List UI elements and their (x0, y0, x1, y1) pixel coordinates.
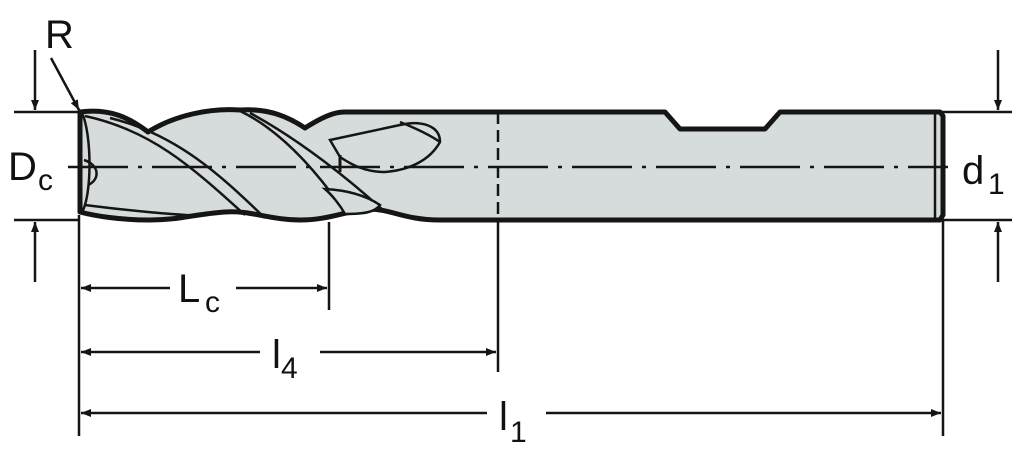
shank-diameter-label: d (962, 149, 984, 193)
overall-length-label: l (499, 395, 508, 439)
overall-length-subscript: 1 (510, 416, 527, 449)
cutting-length-label: L (178, 267, 200, 311)
radius-label: R (45, 13, 74, 57)
neck-length-label: l (272, 333, 281, 377)
tool-body (77, 107, 946, 223)
cutting-length-subscript: c (205, 286, 220, 319)
shank-diameter-subscript: 1 (988, 168, 1005, 201)
cutting-diameter-label: D (8, 145, 37, 189)
radius-leader-arrow (49, 57, 81, 111)
cutting-diameter-subscript: c (38, 164, 53, 197)
neck-length-subscript: 4 (281, 352, 298, 385)
extension-lines (14, 110, 1012, 436)
